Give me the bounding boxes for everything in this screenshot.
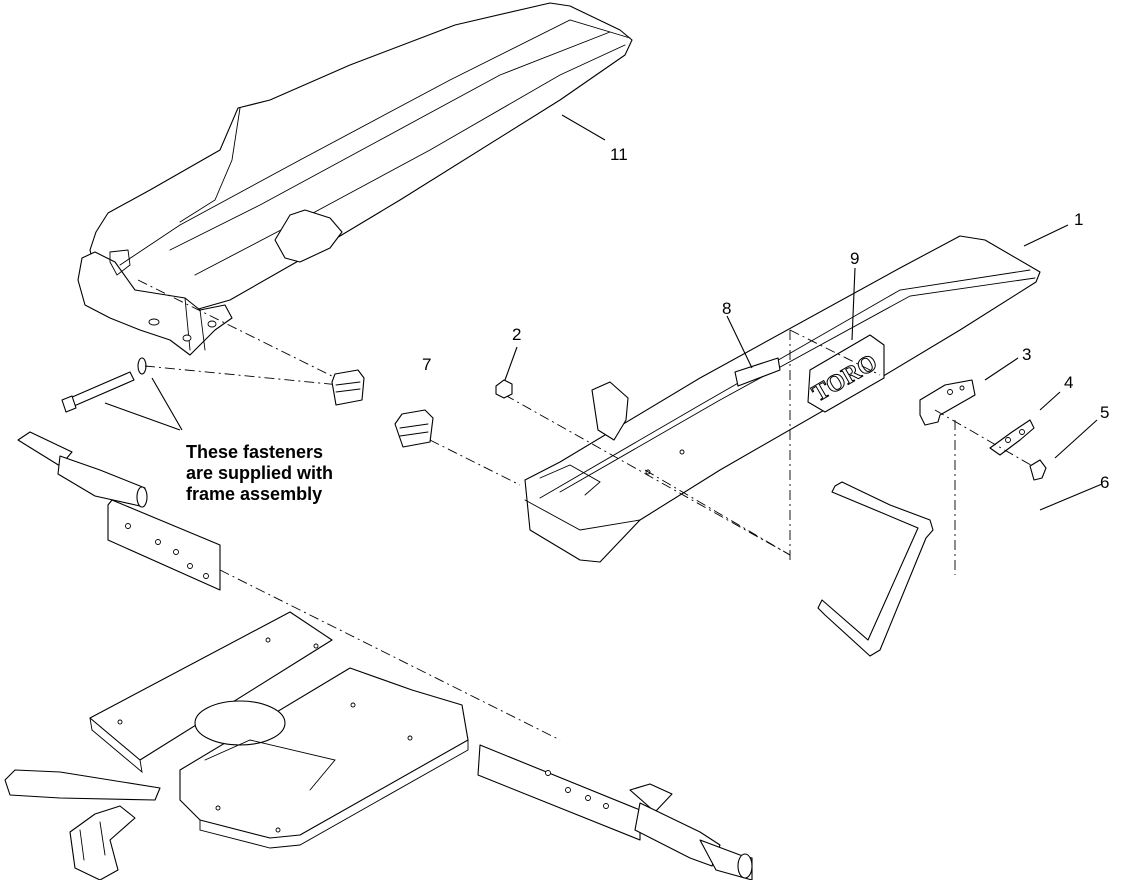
callout-6: 6	[1100, 473, 1109, 492]
fastener-note: These fasteners are supplied with frame …	[104, 377, 333, 504]
note-line-2: are supplied with	[186, 463, 333, 483]
part-6-rod	[817, 481, 934, 657]
callout-leaders	[504, 114, 1103, 511]
part-5-pin	[1029, 459, 1047, 481]
callout-7: 7	[422, 355, 431, 374]
callout-11: 11	[610, 145, 628, 164]
callout-3: 3	[1022, 345, 1031, 364]
callout-5: 5	[1100, 403, 1109, 422]
note-line-1: These fasteners	[186, 442, 323, 462]
part-7-end-caps	[331, 369, 521, 486]
callout-9: 9	[850, 249, 859, 268]
seat-frame-assembly	[4, 431, 753, 880]
part-2-nut	[495, 379, 513, 399]
callout-labels: 11 1 9 8 2 7 3 4 5 6	[422, 145, 1109, 492]
callout-4: 4	[1064, 373, 1073, 392]
callout-8: 8	[722, 299, 731, 318]
note-line-3: frame assembly	[186, 484, 322, 504]
callout-1: 1	[1074, 210, 1083, 229]
part-11-cushion	[77, 2, 633, 356]
callout-2: 2	[512, 325, 521, 344]
frame-fasteners	[61, 279, 341, 413]
part-3-bracket	[919, 379, 976, 575]
part-4-latch	[934, 409, 1037, 469]
